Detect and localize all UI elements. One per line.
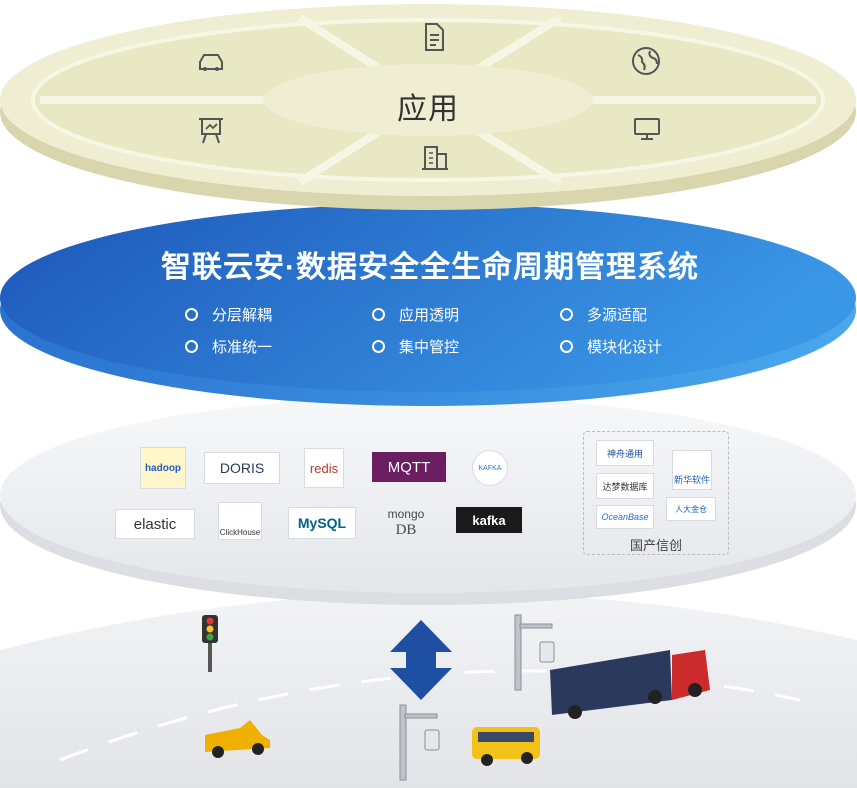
clickhouse-logo: ClickHouse bbox=[218, 502, 262, 540]
car-icon bbox=[199, 54, 223, 71]
feature-item: 标准统一 bbox=[185, 336, 272, 357]
mongo-logo: mongo bbox=[387, 506, 425, 521]
system-disc bbox=[0, 204, 856, 406]
redis-logo: redis bbox=[304, 448, 344, 488]
domestic-db-group bbox=[583, 431, 729, 555]
mysql-logo: MySQL bbox=[288, 507, 356, 539]
feature-item: 多源适配 bbox=[560, 304, 647, 325]
presentation-icon bbox=[199, 118, 223, 144]
system-title: 智联云安·数据安全全生命周期管理系统 bbox=[161, 251, 699, 284]
document-icon bbox=[425, 23, 444, 51]
traffic-light bbox=[202, 615, 218, 672]
bullet-icon bbox=[185, 308, 198, 321]
application-title: 应用 bbox=[397, 93, 459, 126]
mqtt-logo: MQTT bbox=[372, 452, 446, 482]
oceanbase-logo: OceanBase bbox=[596, 505, 654, 529]
bullet-icon bbox=[185, 340, 198, 353]
globe-icon bbox=[632, 47, 660, 75]
feature-item: 集中管控 bbox=[372, 336, 459, 357]
domestic-label: 国产信创 bbox=[629, 538, 682, 553]
dameng-logo: 达梦数据库 bbox=[596, 473, 654, 499]
shenzhou-logo: 神舟通用 bbox=[596, 440, 654, 466]
bullet-icon bbox=[560, 340, 573, 353]
monitor-icon bbox=[634, 118, 660, 140]
building-icon bbox=[422, 146, 448, 170]
xinhua-logo: 新华软件 bbox=[672, 450, 712, 490]
feature-item: 分层解耦 bbox=[185, 304, 272, 325]
feature-item: 模块化设计 bbox=[560, 336, 662, 357]
bullet-icon bbox=[372, 340, 385, 353]
elastic-logo: elastic bbox=[115, 509, 195, 539]
kafka-logo: kafka bbox=[456, 507, 522, 533]
kingbase-logo: 人大金仓 bbox=[666, 497, 716, 521]
kafka-ring-logo: KAFKA bbox=[472, 450, 508, 486]
doris-logo: DORIS bbox=[204, 452, 280, 484]
bullet-icon bbox=[560, 308, 573, 321]
school-bus bbox=[472, 727, 540, 766]
pickup-truck bbox=[205, 720, 270, 758]
feature-item: 应用透明 bbox=[372, 304, 459, 325]
container-truck bbox=[550, 650, 710, 719]
hadoop-logo: hadoop bbox=[140, 447, 186, 489]
mongodb-logo: DB bbox=[395, 521, 417, 538]
bidirectional-arrow bbox=[390, 620, 452, 700]
bullet-icon bbox=[372, 308, 385, 321]
camera-pole bbox=[399, 614, 555, 781]
